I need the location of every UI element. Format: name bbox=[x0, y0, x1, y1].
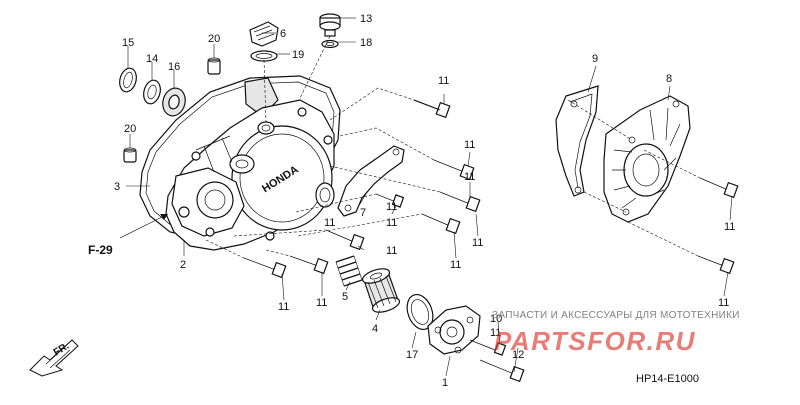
callout-11n: 11 bbox=[324, 217, 335, 229]
callout-12: 12 bbox=[512, 349, 524, 361]
bracket-part bbox=[337, 145, 405, 217]
callout-15: 15 bbox=[122, 37, 134, 49]
callout-5: 5 bbox=[342, 291, 348, 303]
callout-20a: 20 bbox=[208, 33, 220, 45]
callout-11g: 11 bbox=[386, 245, 397, 257]
watermark-logo: PARTSFOR.RU bbox=[494, 326, 696, 356]
front-direction-arrow: FR. bbox=[29, 339, 79, 377]
dowel-pin-upper bbox=[207, 59, 221, 75]
callout-11i: 11 bbox=[278, 301, 289, 313]
callout-7: 7 bbox=[360, 207, 366, 219]
callout-11e: 11 bbox=[386, 217, 397, 229]
callout-18: 18 bbox=[360, 37, 372, 49]
callout-11c: 11 bbox=[464, 171, 475, 183]
filler-cap-o-ring bbox=[250, 50, 278, 62]
callout-13: 13 bbox=[360, 13, 372, 25]
callout-14: 14 bbox=[146, 53, 158, 65]
circlip bbox=[119, 67, 137, 93]
callout-16: 16 bbox=[168, 61, 180, 73]
oil-filter bbox=[361, 268, 401, 313]
callout-1: 1 bbox=[442, 377, 448, 389]
oil-filler-cap bbox=[249, 21, 279, 47]
callout-9: 9 bbox=[592, 53, 598, 65]
callout-10: 10 bbox=[490, 313, 502, 325]
callout-11l: 11 bbox=[718, 297, 729, 309]
filter-cover-o-ring bbox=[406, 293, 434, 331]
filter-spring bbox=[335, 255, 363, 287]
callout-11j: 11 bbox=[316, 297, 327, 309]
drain-bolt bbox=[319, 13, 341, 37]
crankcase-cover: HONDA bbox=[165, 99, 335, 251]
callout-11d: 11 bbox=[386, 201, 397, 213]
callout-8: 8 bbox=[666, 73, 672, 85]
reference-code: F-29 bbox=[88, 243, 113, 257]
callout-19: 19 bbox=[292, 49, 304, 61]
washer bbox=[143, 79, 161, 105]
callout-11b: 11 bbox=[464, 139, 475, 151]
callout-3: 3 bbox=[114, 181, 120, 193]
callout-17: 17 bbox=[406, 349, 418, 361]
leader-lines bbox=[126, 17, 733, 377]
diagram-code: HP14-E1000 bbox=[636, 373, 699, 385]
watermark: ЗАПЧАСТИ И АКСЕССУАРЫ ДЛЯ МОТОТЕХНИКИ PA… bbox=[492, 310, 740, 356]
callout-20b: 20 bbox=[124, 123, 136, 135]
callout-11f: 11 bbox=[472, 237, 483, 249]
flange-bolts bbox=[243, 99, 739, 383]
filter-cover bbox=[427, 305, 481, 355]
callout-labels: 1 2 3 4 5 6 7 8 9 10 11 11 11 11 11 11 1… bbox=[114, 13, 735, 389]
callout-6: 6 bbox=[280, 28, 286, 40]
callout-11k: 11 bbox=[724, 221, 735, 233]
watermark-line: ЗАПЧАСТИ И АКСЕССУАРЫ ДЛЯ МОТОТЕХНИКИ bbox=[492, 310, 740, 321]
dowel-pin-lower bbox=[123, 149, 137, 163]
reference-marker: F-29 bbox=[88, 213, 169, 257]
sealing-washer bbox=[321, 39, 339, 49]
callout-11a: 11 bbox=[438, 75, 449, 87]
callout-11m: 11 bbox=[490, 327, 501, 339]
callout-11h: 11 bbox=[450, 259, 461, 271]
callout-2: 2 bbox=[180, 259, 186, 271]
water-pump-cover bbox=[603, 95, 691, 223]
cover-gasket-right bbox=[555, 85, 599, 197]
callout-4: 4 bbox=[372, 323, 378, 335]
